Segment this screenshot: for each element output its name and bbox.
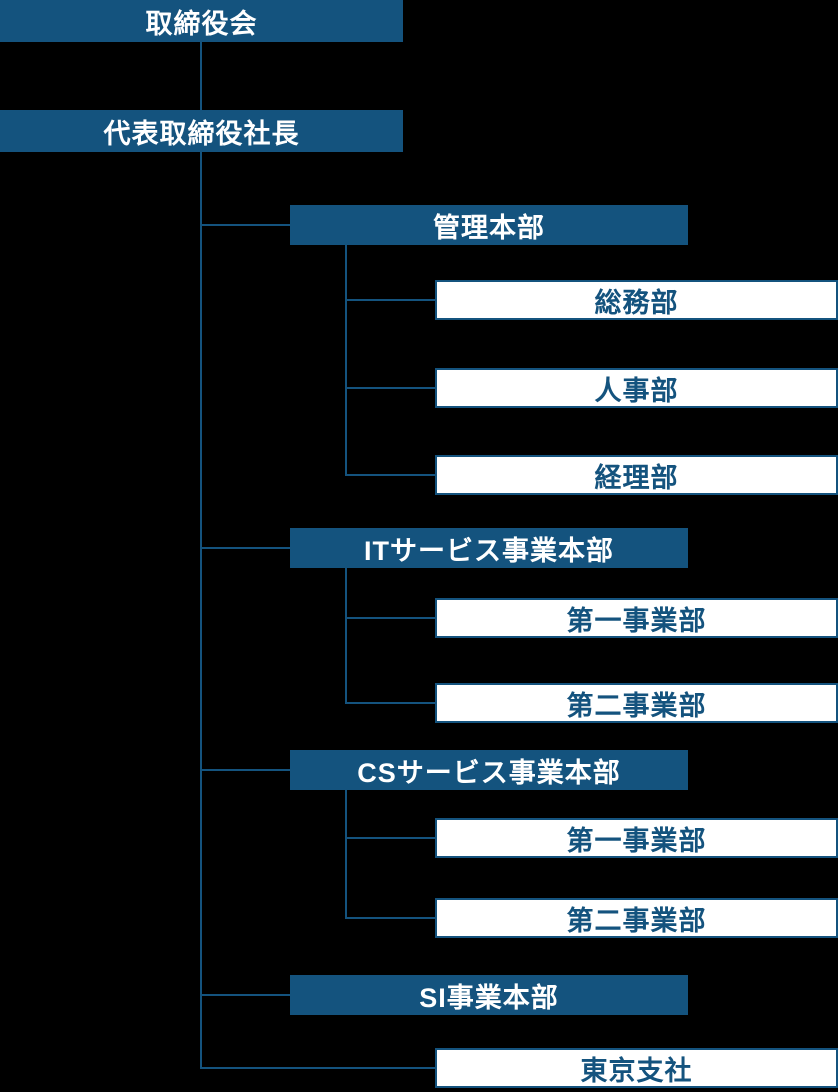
node-dept-cs-second: 第二事業部 <box>435 898 838 938</box>
node-president: 代表取締役社長 <box>0 110 403 152</box>
connector-line-to-cs-dept1 <box>345 837 435 839</box>
connector-line-to-cs-dept2 <box>345 917 435 919</box>
connector-line-it-vertical <box>345 568 347 703</box>
node-dept-soumu: 総務部 <box>435 280 838 320</box>
connector-line-to-kanri <box>200 224 290 226</box>
connector-line-to-cs <box>200 769 290 771</box>
node-board: 取締役会 <box>0 0 403 42</box>
connector-line-main-vertical <box>200 42 202 1068</box>
connector-line-to-soumu <box>345 299 435 301</box>
node-division-cs: CSサービス事業本部 <box>290 750 688 790</box>
connector-line-to-jinji <box>345 387 435 389</box>
connector-line-to-it-dept2 <box>345 702 435 704</box>
node-dept-jinji: 人事部 <box>435 368 838 408</box>
node-division-kanri: 管理本部 <box>290 205 688 245</box>
connector-line-to-it <box>200 547 290 549</box>
node-division-si: SI事業本部 <box>290 975 688 1015</box>
node-branch-tokyo: 東京支社 <box>435 1048 838 1088</box>
connector-line-to-keiri <box>345 474 435 476</box>
connector-line-to-si <box>200 994 290 996</box>
connector-line-to-tokyo <box>200 1067 435 1069</box>
connector-line-cs-vertical <box>345 790 347 918</box>
node-division-it: ITサービス事業本部 <box>290 528 688 568</box>
connector-line-kanri-vertical <box>345 245 347 475</box>
connector-line-to-it-dept1 <box>345 617 435 619</box>
node-dept-it-second: 第二事業部 <box>435 683 838 723</box>
node-dept-keiri: 経理部 <box>435 455 838 495</box>
node-dept-cs-first: 第一事業部 <box>435 818 838 858</box>
node-dept-it-first: 第一事業部 <box>435 598 838 638</box>
